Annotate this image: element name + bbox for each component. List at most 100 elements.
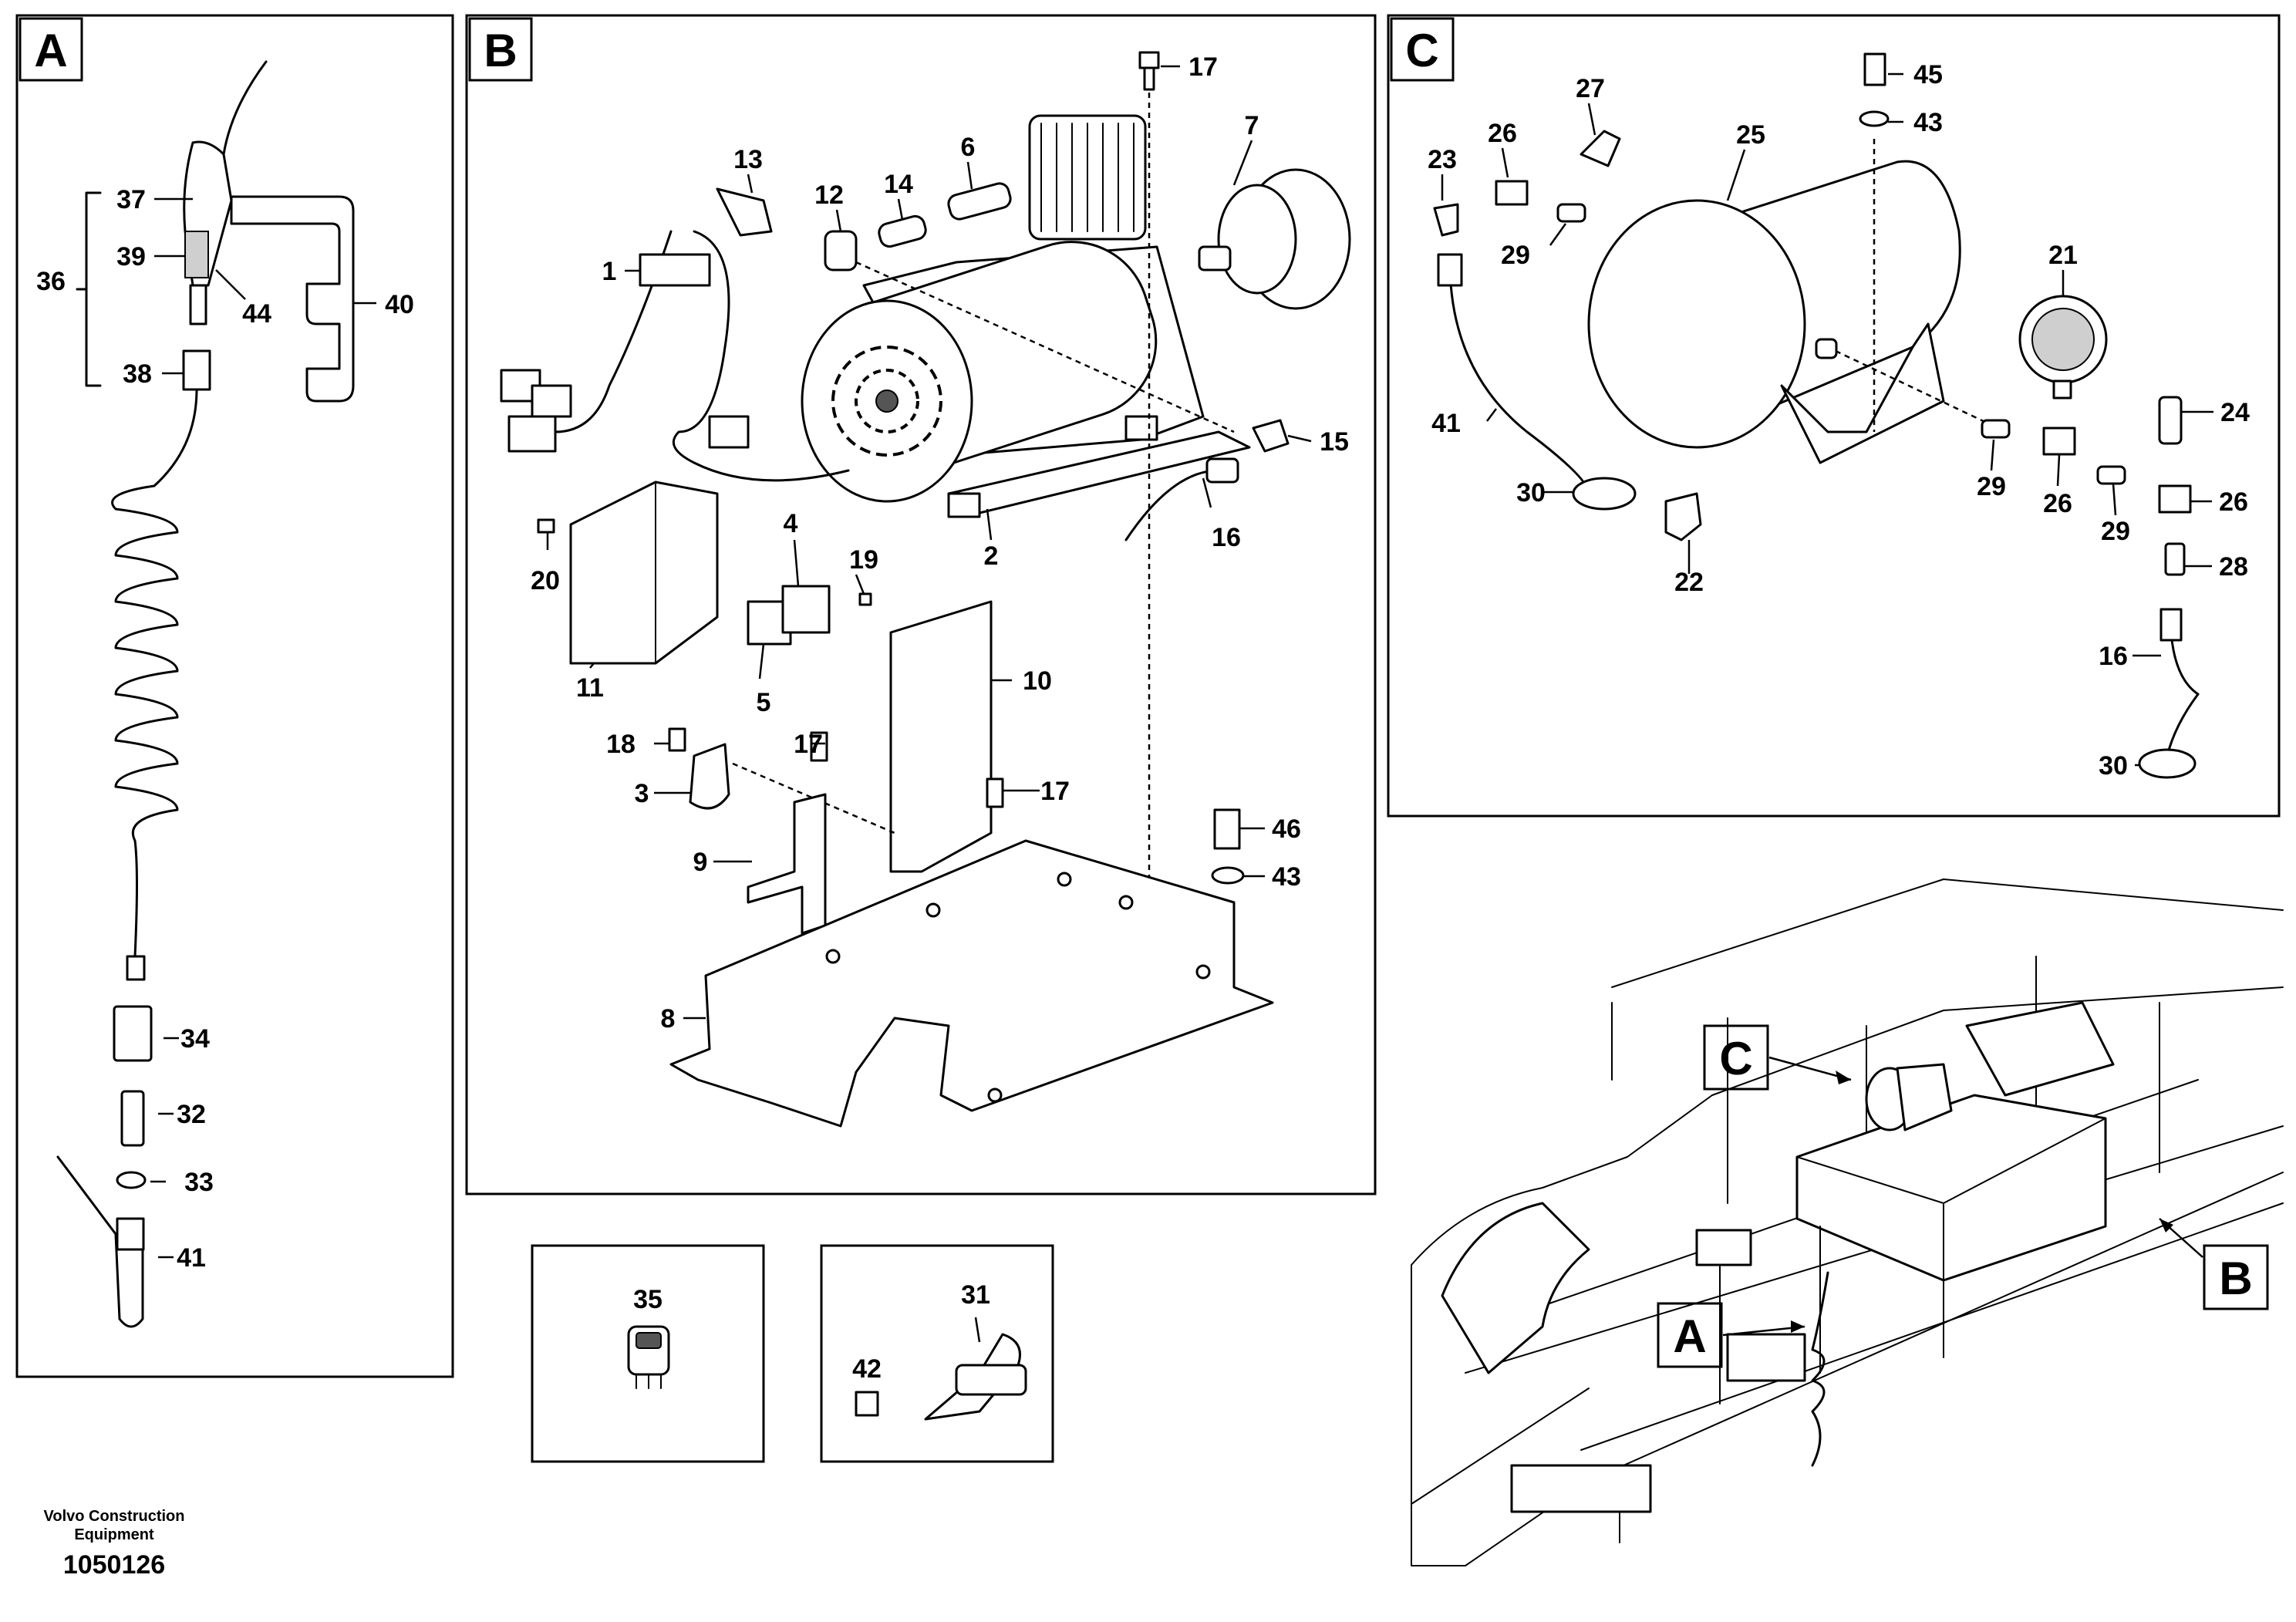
drawing-number: 1050126 [63, 1550, 165, 1580]
label-26-right: 26 [2219, 487, 2248, 517]
washer-33 [116, 1171, 147, 1189]
overview-component [1695, 1229, 1752, 1266]
plate-hole [1195, 964, 1211, 980]
label-7: 7 [1245, 111, 1259, 140]
leaders-a [150, 197, 376, 1259]
hose-16-fitting [1205, 457, 1239, 484]
footer: Volvo Construction Equipment 1050126 [44, 1508, 185, 1580]
company-name-line2: Equipment [74, 1526, 154, 1543]
label-36: 36 [36, 267, 66, 296]
cover-11 [569, 481, 719, 665]
label-32: 32 [177, 1100, 206, 1129]
label-41-c: 41 [1431, 409, 1461, 438]
label-33: 33 [184, 1168, 214, 1197]
frame-outline [1411, 878, 2284, 1566]
label-11: 11 [576, 673, 604, 703]
label-4: 4 [784, 509, 798, 538]
label-16-c: 16 [2099, 642, 2128, 671]
gauge-21-face [2031, 308, 2095, 371]
section-b-frame [465, 14, 1377, 1195]
blow-gun-nozzle [222, 60, 268, 156]
switch-35-top [636, 1332, 662, 1349]
callout-b-label: B [2219, 1253, 2252, 1304]
leader-31 [974, 1317, 981, 1343]
label-12: 12 [814, 180, 844, 210]
label-27: 27 [1576, 74, 1605, 103]
bracket-9 [747, 793, 827, 935]
mounting-plate-8 [669, 839, 1274, 1128]
nipple-29-mid [1981, 419, 2011, 439]
company-name-line1: Volvo Construction [44, 1508, 185, 1525]
section-c-tag-box [1390, 17, 1455, 82]
section-b: B [465, 14, 1377, 1195]
label-41: 41 [177, 1243, 206, 1273]
callout-a-label: A [1673, 1310, 1706, 1362]
washer-43 [1211, 866, 1245, 885]
machine-arm-lug [1441, 1202, 1590, 1374]
callout-b-box [2203, 1244, 2269, 1310]
label-17-mid: 17 [794, 730, 823, 759]
washer-43-c [1859, 110, 1890, 127]
label-43: 43 [1272, 862, 1301, 892]
label-35: 35 [633, 1285, 663, 1314]
plate-hole [825, 949, 841, 964]
plate-hole [925, 902, 941, 918]
detail-box-35-frame [531, 1244, 765, 1463]
overview-coiled-hose [1811, 1271, 1829, 1467]
bracket-10 [889, 600, 993, 873]
section-b-tag-box [468, 17, 533, 82]
section-c-tag: C [1405, 25, 1438, 76]
quick-coupler-34 [113, 1005, 153, 1062]
plate-hole [1118, 895, 1134, 910]
section-c-frame [1387, 14, 2281, 818]
coiled-hose [111, 388, 198, 958]
callout-a-arrow [1791, 1320, 1805, 1333]
bolt-17-mid [810, 731, 828, 762]
leaders-b [546, 65, 1312, 1020]
label-2: 2 [984, 541, 999, 571]
screw-20 [537, 518, 555, 534]
tee-26-mid [2042, 427, 2076, 456]
nipple-32 [120, 1090, 145, 1147]
gauge-21-stem [2052, 379, 2072, 400]
label-31: 31 [961, 1280, 990, 1310]
screw-19 [858, 592, 872, 606]
blow-gun-fitting [189, 284, 207, 325]
label-29-mid: 29 [1977, 472, 2006, 501]
label-28: 28 [2219, 552, 2248, 582]
label-8: 8 [661, 1004, 676, 1034]
overview-floor-box [1510, 1464, 1652, 1513]
label-9: 9 [693, 848, 708, 877]
label-16: 16 [1212, 523, 1241, 552]
machine-overview: C A B [1411, 878, 2284, 1566]
compressor-box [1795, 1094, 2107, 1282]
fitting-12 [824, 230, 858, 271]
bolt-17-right [986, 777, 1004, 808]
screw-18 [668, 727, 686, 752]
group-bracket-36 [76, 191, 102, 387]
hose-end-fitting [126, 955, 146, 981]
bolt-17-top [1138, 51, 1160, 91]
label-1: 1 [602, 257, 617, 286]
label-13: 13 [733, 145, 763, 174]
clip-3 [689, 743, 730, 810]
label-44: 44 [242, 299, 271, 329]
fitting-14 [878, 214, 927, 248]
label-23: 23 [1428, 145, 1457, 174]
detail-box-35: 35 [531, 1244, 765, 1463]
label-29-right: 29 [2101, 517, 2130, 546]
hanger-bracket [230, 195, 355, 403]
grommet-30-a [1572, 477, 1637, 511]
label-26-mid: 26 [2043, 489, 2072, 518]
fitting-6 [947, 182, 1012, 221]
leaders-c [1441, 73, 2213, 767]
hose-41-fitting [116, 1217, 145, 1251]
cable-tie-31-band [955, 1364, 1027, 1396]
tee-26-top [1495, 180, 1529, 206]
label-46: 46 [1272, 814, 1301, 844]
callout-a-box [1657, 1302, 1723, 1368]
section-a: A 37 36 39 44 40 38 34 32 33 [15, 14, 454, 1378]
label-26-top: 26 [1488, 119, 1517, 148]
label-30-b: 30 [2099, 751, 2128, 781]
detail-box-31-frame [820, 1244, 1054, 1463]
